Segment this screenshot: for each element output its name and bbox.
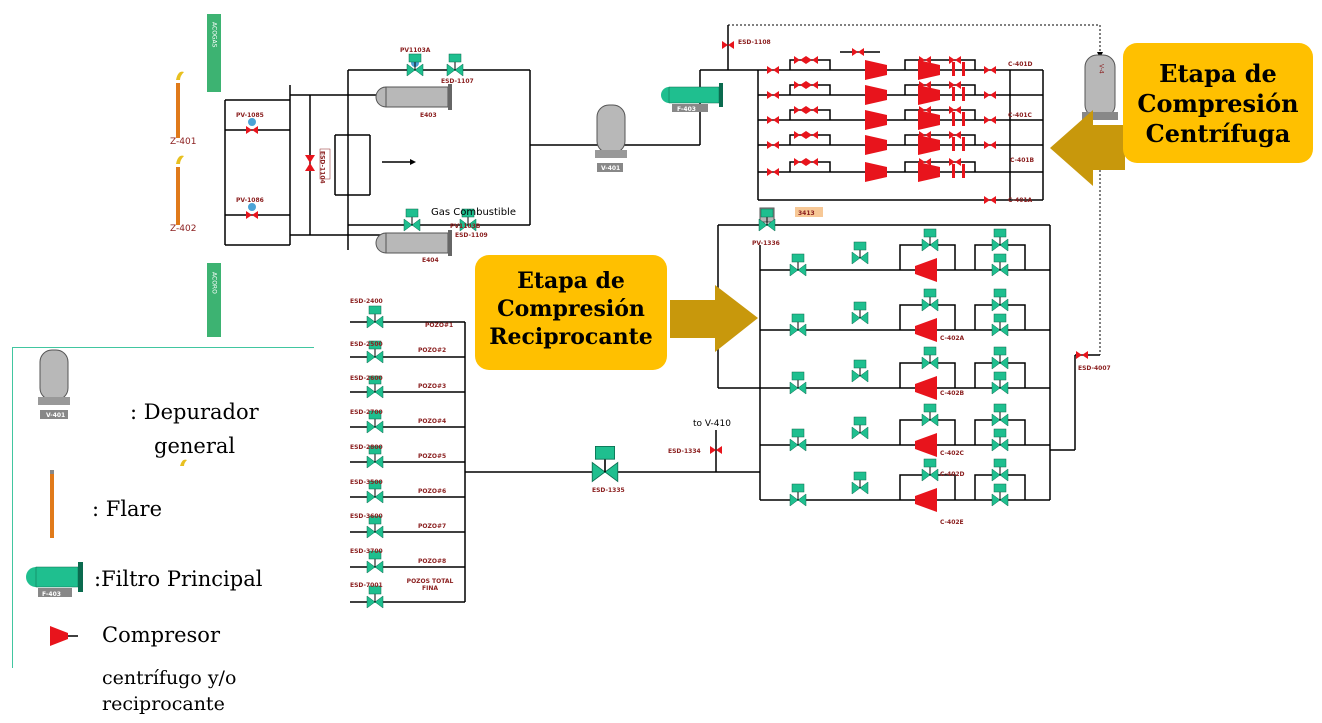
legend-depurador-text: : Depurador xyxy=(130,400,259,424)
legend-depurador-tag: V-401 xyxy=(46,412,65,419)
vessel-e403 xyxy=(375,84,452,110)
pv1103b-label: PV1103B xyxy=(450,223,481,230)
callout-reciprocante-line2: Compresión xyxy=(497,296,645,322)
legend-flare-text: : Flare xyxy=(92,497,163,521)
z402-label: Z-402 xyxy=(170,224,196,234)
c402b-label: C-402B xyxy=(940,390,965,397)
pozo-labels: POZO#1 POZO#2 POZO#3 POZO#4 POZO#5 POZO#… xyxy=(418,322,453,565)
legend-compresor-icon xyxy=(50,626,78,646)
filter-f403 xyxy=(661,83,723,112)
pozo2-label: POZO#2 xyxy=(418,347,446,354)
scrubber-label: V-4 xyxy=(1098,64,1105,74)
legend-compresor-text3: reciprocante xyxy=(102,693,225,715)
esd1104-valve xyxy=(305,155,315,171)
tag-3413-label: 3413 xyxy=(798,210,815,217)
legend-filtro-text: :Filtro Principal xyxy=(94,567,263,591)
callout-centrifuga-line3: Centrífuga xyxy=(1145,119,1291,148)
flare-z402 xyxy=(176,155,184,225)
esd1104-label: ESD-1104 xyxy=(319,151,326,184)
pozo5-label: POZO#5 xyxy=(418,453,446,460)
legend-depurador-text2: general xyxy=(154,434,236,458)
acogas-label: ACOGAS xyxy=(211,22,218,48)
callout-reciprocante: Etapa de Compresión Reciprocante xyxy=(475,255,667,370)
e403-label: E403 xyxy=(420,112,437,119)
esd-7001-label: ESD-7001 xyxy=(350,582,383,589)
esd-2800-label: ESD-2800 xyxy=(350,444,383,451)
c401c-label: C-401C xyxy=(1008,112,1033,119)
centrifugal-piping xyxy=(700,25,1044,201)
c401d-label: C-401D xyxy=(1008,61,1033,68)
c402d-label: C-402D xyxy=(940,471,965,478)
legend-flare-icon xyxy=(50,470,54,538)
legend-filtro-tag: F-403 xyxy=(42,591,61,598)
vessel-centrifugal-scrubber xyxy=(1082,54,1118,120)
z401-label: Z-401 xyxy=(170,137,196,147)
esd-2400-label: ESD-2400 xyxy=(350,298,383,305)
pv1086-label: PV-1086 xyxy=(236,197,264,204)
callout-reciprocante-line3: Reciprocante xyxy=(489,324,653,350)
c402c-label: C-402C xyxy=(940,450,965,457)
esd1109-label: ESD-1109 xyxy=(455,232,488,239)
c402a-label: C-402A xyxy=(940,335,965,342)
acogas-tag xyxy=(207,14,221,92)
esd-2600-label: ESD-2600 xyxy=(350,375,383,382)
reciprocating-piping xyxy=(717,224,1100,501)
to-v410-label: to V-410 xyxy=(693,419,731,429)
esd-2700-label: ESD-2700 xyxy=(350,409,383,416)
pozos-total-fina-label: POZOS TOTAL FINA xyxy=(406,578,454,592)
acoro-label: ACORO xyxy=(211,272,218,294)
pv1103a-label: PV1103A xyxy=(400,47,431,54)
reciprocante-arrow xyxy=(670,285,758,352)
vessel-e404 xyxy=(375,230,452,256)
esd4007-label: ESD-4007 xyxy=(1078,365,1111,372)
pv1085-label: PV-1085 xyxy=(236,112,264,119)
pv1336-label: PV-1336 xyxy=(752,240,780,247)
pozo3-label: POZO#3 xyxy=(418,383,446,390)
esd-1335-valve xyxy=(591,445,619,483)
esd1334-label: ESD-1334 xyxy=(668,448,701,455)
legend-depurador-icon xyxy=(38,349,70,419)
esd1107-label: ESD-1107 xyxy=(441,78,474,85)
legend-filtro-icon xyxy=(26,562,83,597)
acoro-tag xyxy=(207,263,221,337)
well-valves xyxy=(366,305,384,609)
callout-centrifuga-line2: Compresión xyxy=(1137,89,1299,118)
pozo4-label: POZO#4 xyxy=(418,418,446,425)
c401b-label: C-401B xyxy=(1010,157,1035,164)
callout-centrifuga: Etapa de Compresión Centrífuga xyxy=(1123,43,1313,163)
c401a-label: C-401A xyxy=(1008,197,1033,204)
legend-compresor-text: Compresor xyxy=(102,623,220,647)
legend-compresor-text2: centrífugo y/o xyxy=(102,667,237,689)
esd-3500-label: ESD-3500 xyxy=(350,479,383,486)
pozo6-label: POZO#6 xyxy=(418,488,446,495)
esd-3600-label: ESD-3600 xyxy=(350,513,383,520)
v401-label: V-401 xyxy=(601,165,620,172)
esd1335-label: ESD-1335 xyxy=(592,487,625,494)
centrifugal-row-1 xyxy=(767,48,996,81)
esd-2500-label: ESD-2500 xyxy=(350,341,383,348)
callout-reciprocante-line1: Etapa de xyxy=(517,268,625,294)
well-esd-labels: ESD-2400 ESD-2500 ESD-2600 ESD-2700 ESD-… xyxy=(350,298,383,589)
callout-centrifuga-line1: Etapa de xyxy=(1159,59,1277,88)
centrifugal-row-5 xyxy=(767,158,996,204)
e404-label: E404 xyxy=(422,257,439,264)
c402e-label: C-402E xyxy=(940,519,964,526)
flare-z401 xyxy=(176,71,184,138)
gas-combustible-label: Gas Combustible xyxy=(431,207,516,218)
pozo7-label: POZO#7 xyxy=(418,523,446,530)
esd1108-label: ESD-1108 xyxy=(738,39,771,46)
pozo1-label: POZO#1 xyxy=(425,322,453,329)
pozo8-label: POZO#8 xyxy=(418,558,446,565)
centrifuga-arrow xyxy=(1050,110,1125,186)
f403-label: F-403 xyxy=(677,106,696,113)
esd-3700-label: ESD-3700 xyxy=(350,548,383,555)
vessel-v401 xyxy=(595,104,627,172)
legend-box xyxy=(12,347,314,668)
centrifugal-check-valves xyxy=(952,62,965,178)
